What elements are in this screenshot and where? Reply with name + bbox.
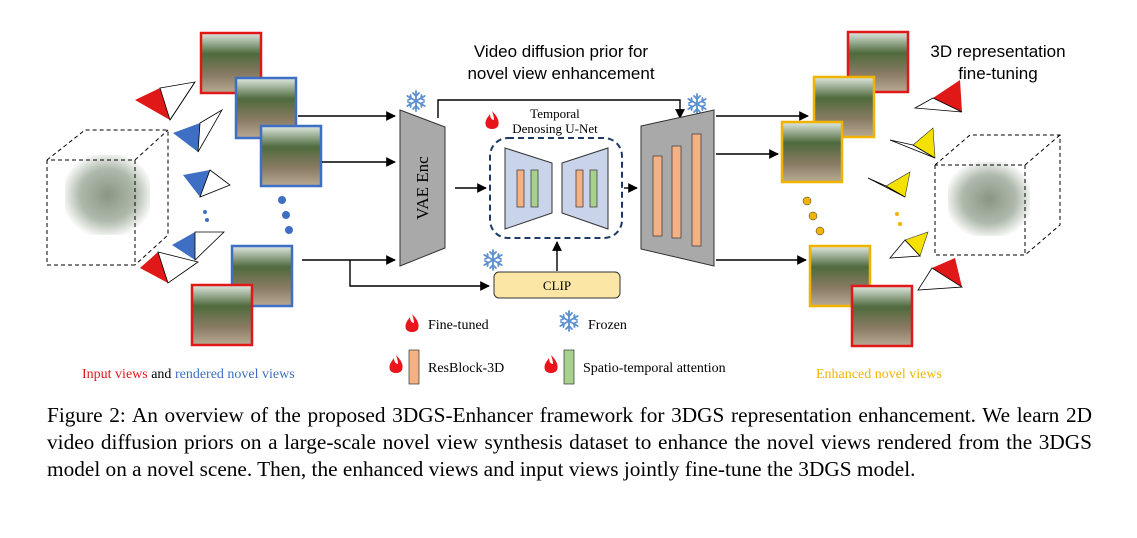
vae-encoder-block [399,109,446,267]
clip-block [493,271,621,299]
resblock-3d [671,145,682,239]
legend-attention: Spatio-temporal attention [583,361,726,376]
ellipsis-dots-icon [895,212,902,226]
legend-resblock: ResBlock-3D [428,361,504,376]
rendered-views-label: rendered novel views [175,367,295,382]
flame-icon [485,111,499,129]
snowflake-icon [559,310,579,332]
input-rendered-views-label: Input views and rendered novel views [82,367,295,382]
ellipsis-dots-icon [802,196,825,236]
camera-frustum-icon [913,80,963,113]
flame-icon [544,355,558,373]
ellipsis-dots-icon [278,196,293,234]
spatio-temporal-attention [589,169,598,208]
ellipsis-dots-icon [203,210,209,222]
caption-text: An overview of the proposed 3DGS-Enhance… [47,403,1092,481]
clip-label: CLIP [543,278,571,293]
enhanced-view-thumbnail [780,120,844,184]
header-title-line1: Video diffusion prior for [474,42,649,61]
header-title-line2: novel view enhancement [467,64,654,83]
and-label: and [148,367,175,382]
resblock-3d [516,169,525,208]
attention-legend-swatch [563,349,575,385]
resblock-3d [691,133,702,247]
rendered-view-thumbnail [259,124,323,188]
input-view-thumbnail [190,283,254,347]
point-cloud-cube-icon [934,134,1061,256]
legend-fine-tuned: Fine-tuned [428,318,489,333]
arrow [437,99,685,119]
legend-frozen: Frozen [588,318,627,333]
arrow [349,260,490,291]
input-view-thumbnail [850,284,914,348]
snowflake-icon [406,90,426,112]
camera-frustum-icon [183,169,231,198]
resblock-legend-swatch [408,349,420,385]
camera-frustum-icon [173,108,224,153]
right-title-line2: fine-tuning [958,64,1037,83]
point-cloud-cube-icon [46,129,169,266]
enhanced-view-thumbnail [808,244,872,308]
spatio-temporal-attention [530,169,539,208]
unet-container [489,137,623,239]
camera-frustum-icon [889,231,929,259]
camera-frustum-icon [135,81,196,121]
unet-up-block [561,147,609,230]
enhanced-views-label: Enhanced novel views [816,367,942,382]
camera-frustum-icon [867,171,911,198]
resblock-3d [575,169,584,208]
resblock-3d [652,155,663,237]
snowflake-icon [687,93,707,115]
figure-caption: Figure 2:An overview of the proposed 3DG… [47,402,1092,483]
caption-label: Figure 2: [47,403,126,427]
snowflake-icon [483,249,503,271]
camera-frustum-icon [917,258,964,291]
unet-label-line1: Temporal [530,106,580,121]
unet-down-block [504,147,553,230]
unet-label-line2: Denosing U-Net [512,121,598,136]
flame-icon [389,355,403,373]
input-views-label: Input views [82,367,148,382]
vae-encoder-label: VAE Enc [413,156,432,220]
flame-icon [405,314,419,332]
camera-frustum-icon [172,231,225,261]
camera-frustum-icon [140,251,199,284]
right-title-line1: 3D representation [930,42,1065,61]
camera-frustum-icon [889,127,936,159]
